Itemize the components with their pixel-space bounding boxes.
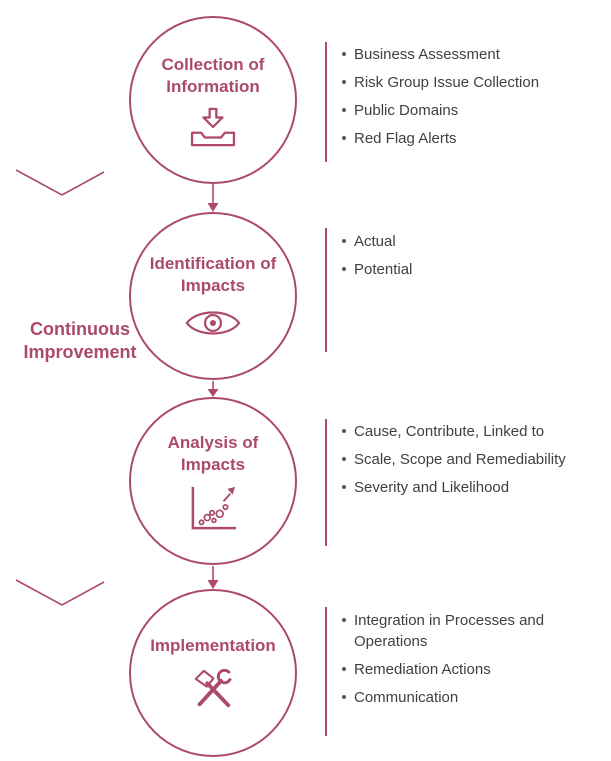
step-circle-collection-of-information: Collection of Information bbox=[129, 16, 297, 184]
divider-line bbox=[325, 607, 327, 736]
side-label-line1: Continuous bbox=[30, 319, 130, 339]
bullet-item: Potential bbox=[340, 259, 580, 280]
bullet-item: Cause, Contribute, Linked to bbox=[340, 421, 580, 442]
step-title: Implementation bbox=[150, 635, 276, 655]
step-circle-implementation: Implementation bbox=[129, 589, 297, 757]
chevron-down-icon bbox=[15, 169, 105, 196]
down-arrow-icon bbox=[207, 381, 219, 397]
bullet-item: Integration in Processes and Operations bbox=[340, 610, 580, 652]
bullet-list-collection: Business Assessment Risk Group Issue Col… bbox=[340, 44, 580, 156]
bullet-item: Public Domains bbox=[340, 100, 580, 121]
eye-icon bbox=[185, 306, 241, 340]
tools-icon bbox=[190, 666, 236, 712]
bullet-list-identification: Actual Potential bbox=[340, 231, 580, 287]
bullet-item: Remediation Actions bbox=[340, 659, 580, 680]
scatter-chart-icon bbox=[189, 485, 237, 531]
step-title: Analysis of Impacts bbox=[167, 432, 259, 474]
inbox-download-icon bbox=[190, 107, 236, 147]
bullet-list-analysis: Cause, Contribute, Linked to Scale, Scop… bbox=[340, 421, 580, 505]
step-title: Identification of Impacts bbox=[149, 253, 277, 295]
bullet-list-implementation: Integration in Processes and Operations … bbox=[340, 610, 580, 715]
side-label-line2: Improvement bbox=[23, 342, 137, 362]
down-arrow-icon bbox=[207, 566, 219, 589]
bullet-item: Business Assessment bbox=[340, 44, 580, 65]
continuous-improvement-label: Continuous Improvement bbox=[4, 318, 156, 364]
bullet-item: Red Flag Alerts bbox=[340, 128, 580, 149]
step-circle-analysis-of-impacts: Analysis of Impacts bbox=[129, 397, 297, 565]
step-circle-identification-of-impacts: Identification of Impacts bbox=[129, 212, 297, 380]
chevron-down-icon bbox=[15, 579, 105, 606]
down-arrow-icon bbox=[207, 184, 219, 212]
bullet-item: Risk Group Issue Collection bbox=[340, 72, 580, 93]
bullet-item: Actual bbox=[340, 231, 580, 252]
divider-line bbox=[325, 228, 327, 352]
bullet-item: Communication bbox=[340, 687, 580, 708]
divider-line bbox=[325, 42, 327, 162]
divider-line bbox=[325, 419, 327, 546]
bullet-item: Scale, Scope and Remediability bbox=[340, 449, 580, 470]
step-title: Collection of Information bbox=[161, 54, 265, 96]
bullet-item: Severity and Likelihood bbox=[340, 477, 580, 498]
